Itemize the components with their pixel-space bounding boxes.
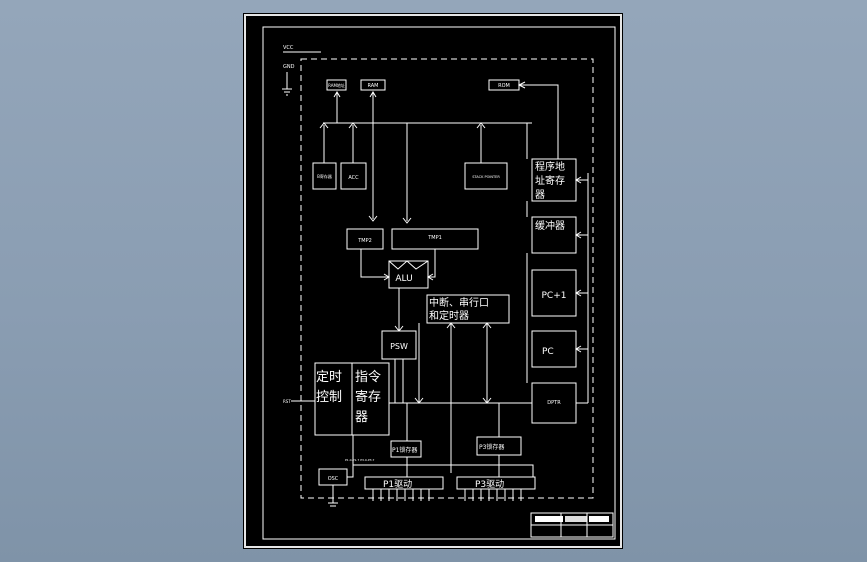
bus-arrows bbox=[319, 91, 486, 224]
timing-line1: 定时 bbox=[316, 370, 342, 385]
interrupt-arrows bbox=[414, 322, 492, 404]
p1-driver-block bbox=[364, 476, 444, 490]
acc-label: ACC bbox=[348, 175, 359, 181]
alu-block bbox=[388, 260, 429, 289]
p3-driver-block bbox=[456, 476, 536, 490]
pc-increment-block bbox=[531, 269, 577, 317]
ram-block bbox=[360, 79, 386, 91]
psw-links bbox=[394, 359, 404, 403]
instr-reg-line3: 器 bbox=[355, 410, 368, 425]
p3-latch-label: P3锁存器 bbox=[479, 443, 504, 451]
rom-label: ROM bbox=[498, 83, 510, 89]
osc-links bbox=[328, 435, 354, 507]
ram-label: RAM bbox=[367, 83, 378, 89]
p1-latch-block bbox=[390, 440, 422, 458]
vcc-label: VCC bbox=[283, 45, 294, 51]
p3-driver-label: P3驱动 bbox=[475, 479, 504, 490]
interrupt-timer-block bbox=[426, 294, 510, 324]
gnd-label: GND bbox=[283, 64, 295, 70]
title-block-mark-2 bbox=[565, 516, 587, 522]
outer-border bbox=[244, 14, 622, 548]
driver-bus bbox=[353, 464, 534, 477]
p1-latch-label: P1锁存器 bbox=[392, 446, 417, 454]
ram-addr-block bbox=[326, 79, 347, 91]
osc-label: OSC bbox=[328, 476, 339, 482]
acc-block bbox=[340, 162, 367, 190]
port-pins bbox=[372, 489, 522, 501]
b-register-label: B寄存器 bbox=[317, 173, 332, 179]
stack-pointer-label: STACK POINTER bbox=[472, 175, 500, 179]
p1-driver-label: P1驱动 bbox=[383, 479, 412, 490]
drawing-sheet: VCC GND RAM地址 RAM ROM B寄存器 ACC STACK POI… bbox=[242, 12, 624, 550]
interrupt-line1: 中断、串行口 bbox=[429, 296, 489, 309]
b-register-block bbox=[312, 162, 337, 190]
interrupt-line2: 和定时器 bbox=[429, 309, 469, 322]
buffer-label: 缓冲器 bbox=[535, 219, 565, 232]
stack-pointer-block bbox=[464, 162, 508, 190]
rst-label: RST bbox=[283, 399, 291, 404]
alu-links bbox=[360, 249, 436, 331]
inner-border bbox=[262, 26, 616, 540]
pc-increment-label: PC+1 bbox=[542, 291, 567, 301]
addr-reg-line1: 程序地 bbox=[535, 160, 565, 173]
buffer-block bbox=[531, 216, 577, 254]
pc-block bbox=[531, 330, 577, 368]
chip-boundary bbox=[300, 58, 594, 499]
dptr-block bbox=[531, 382, 577, 424]
tmp1-label: TMP1 bbox=[427, 235, 442, 241]
ram-addr-label: RAM地址 bbox=[328, 82, 345, 88]
title-block-grid bbox=[531, 513, 613, 537]
title-block-mark-3 bbox=[589, 516, 609, 522]
right-column-arrows bbox=[517, 81, 582, 353]
right-column-links bbox=[519, 84, 589, 404]
bus-taps bbox=[323, 93, 482, 219]
psw-label: PSW bbox=[390, 342, 408, 351]
alu-label: ALU bbox=[395, 274, 412, 284]
block-diagram: VCC GND RAM地址 RAM ROM B寄存器 ACC STACK POI… bbox=[242, 12, 624, 550]
tmp2-label: TMP2 bbox=[357, 238, 372, 244]
title-block-mark-1 bbox=[535, 516, 563, 522]
psw-block bbox=[381, 330, 417, 360]
power-lines bbox=[282, 51, 321, 96]
dptr-label: DPTR bbox=[547, 400, 561, 406]
tmp2-block bbox=[346, 228, 384, 250]
port-pins-label: P1.0-P1.7 P3.0-P3.7 bbox=[345, 458, 375, 462]
timing-line2: 控制 bbox=[316, 390, 342, 405]
program-address-register-block bbox=[531, 158, 577, 202]
instr-reg-line2: 寄存 bbox=[355, 389, 381, 405]
addr-reg-line2: 址寄存 bbox=[535, 174, 565, 187]
interrupt-links bbox=[418, 323, 488, 473]
latch-links bbox=[406, 403, 500, 477]
pc-label: PC bbox=[542, 347, 554, 357]
addr-reg-line3: 器 bbox=[535, 189, 545, 201]
instr-reg-line1: 指令 bbox=[355, 370, 381, 385]
